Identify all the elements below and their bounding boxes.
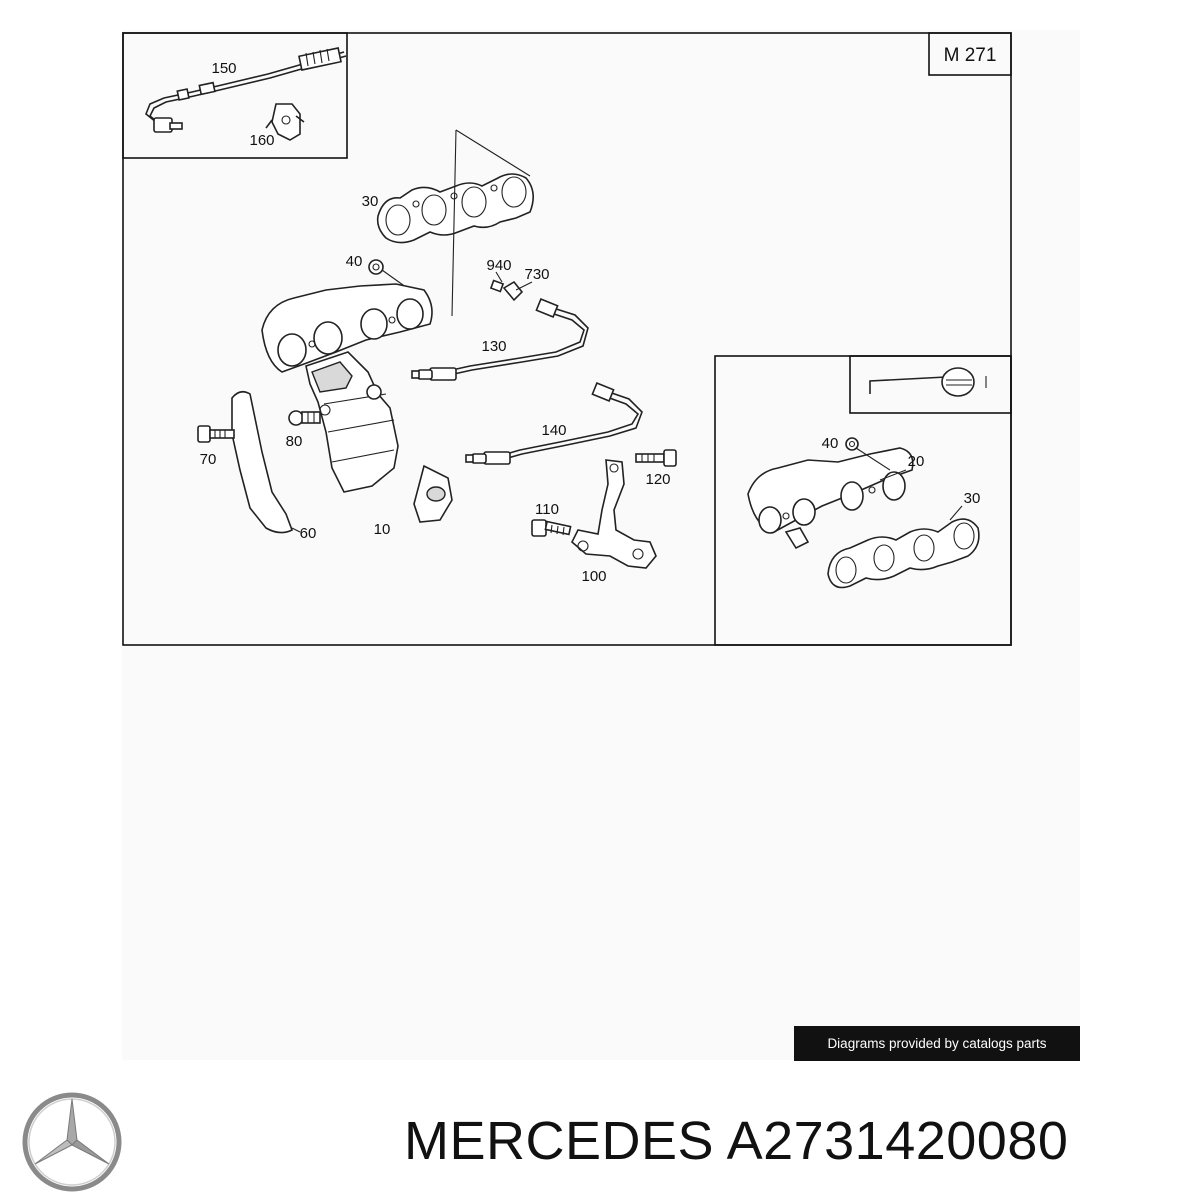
bolt-110 xyxy=(531,519,572,537)
stud-80 xyxy=(288,410,321,426)
inset-callout-20: 20 xyxy=(908,453,925,470)
callout-70: 70 xyxy=(200,451,217,468)
gasket-30 xyxy=(376,129,534,317)
callout-130: 130 xyxy=(481,338,506,355)
callout-30: 30 xyxy=(362,193,379,210)
part-number-title: MERCEDES A2731420080 xyxy=(404,1111,1069,1171)
inset-manifold-box xyxy=(714,355,1012,646)
callout-730: 730 xyxy=(524,266,549,283)
engine-label-box: M 271 xyxy=(928,32,1012,76)
oxygen-sensor-130 xyxy=(411,298,589,381)
bracket-100 xyxy=(571,459,657,569)
engine-label: M 271 xyxy=(944,45,997,66)
watermark-label: Diagrams provided by catalogs parts xyxy=(794,1026,1080,1061)
callout-110: 110 xyxy=(535,501,559,518)
connector-940-730 xyxy=(489,271,533,302)
callout-60: 60 xyxy=(300,525,317,542)
callout-40: 40 xyxy=(346,253,363,270)
callout-100: 100 xyxy=(581,568,606,585)
callout-80: 80 xyxy=(286,433,303,450)
bolt-120 xyxy=(635,449,677,467)
callout-10: 10 xyxy=(374,521,391,538)
callout-150: 150 xyxy=(211,60,236,77)
callout-140: 140 xyxy=(541,422,566,439)
mercedes-star-icon xyxy=(22,1092,122,1192)
washer-40 xyxy=(368,259,411,291)
inset-manifold xyxy=(747,437,980,589)
callout-120: 120 xyxy=(645,471,670,488)
heat-shield-60 xyxy=(231,390,301,534)
bolt-70 xyxy=(197,425,235,443)
oxygen-sensor-140 xyxy=(465,382,643,465)
inset-callout-30: 30 xyxy=(964,490,981,507)
inset-callout-40: 40 xyxy=(822,435,839,452)
callout-160: 160 xyxy=(249,132,274,149)
inset-sensor-box xyxy=(122,32,348,159)
diagram-frame xyxy=(122,32,1012,646)
callout-940: 940 xyxy=(486,257,511,274)
manifold-catalyst-10 xyxy=(261,283,453,523)
